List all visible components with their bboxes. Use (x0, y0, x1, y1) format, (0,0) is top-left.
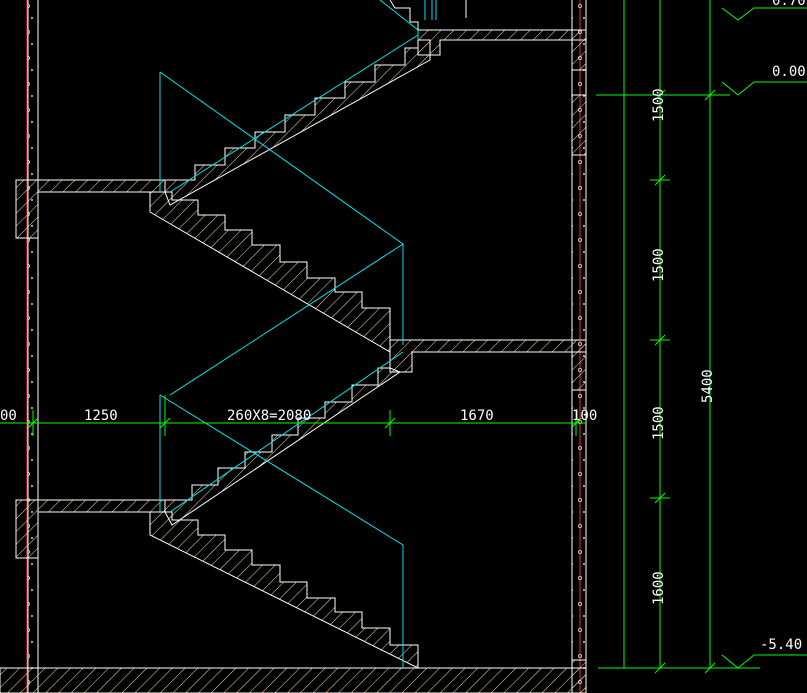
ground-slab (0, 667, 587, 693)
stair-flights (149, 39, 431, 669)
left-wall (27, 0, 39, 693)
right-landing-top (417, 29, 587, 56)
flight-1 (164, 39, 431, 206)
dim-left-cut: 00 (0, 408, 17, 424)
dim-flight-3: 1500 (651, 406, 667, 440)
level-mid: 0.00 (772, 64, 806, 80)
left-landing-upper (15, 179, 166, 239)
dim-landing-width: 1250 (84, 408, 118, 424)
stair-nosing (389, 0, 467, 30)
level-top: 0.70 (772, 0, 806, 9)
left-landing-lower (15, 499, 166, 559)
dim-landing-right: 1670 (460, 408, 494, 424)
dim-stair-run: 260X8=2080 (227, 408, 311, 424)
dim-flight-4: 1600 (651, 571, 667, 605)
flight-2 (149, 191, 391, 353)
flight-3 (164, 367, 402, 526)
flight-4 (149, 511, 419, 669)
dim-flight-2: 1500 (651, 248, 667, 282)
stair-projection-lines (159, 0, 437, 668)
slabs (0, 29, 587, 693)
dim-flight-1: 1500 (651, 88, 667, 122)
dim-total: 5400 (700, 369, 716, 403)
dim-wall: 100 (572, 408, 597, 424)
level-bottom: -5.40 (760, 637, 802, 653)
vertical-dimension: 1500 1500 1500 1600 5400 (596, 0, 760, 674)
right-landing-middle (389, 339, 587, 373)
level-markers: 0.70 0.00 -5.40 (721, 0, 807, 669)
horizontal-dimension: 00 1250 260X8=2080 1670 100 (0, 395, 597, 436)
